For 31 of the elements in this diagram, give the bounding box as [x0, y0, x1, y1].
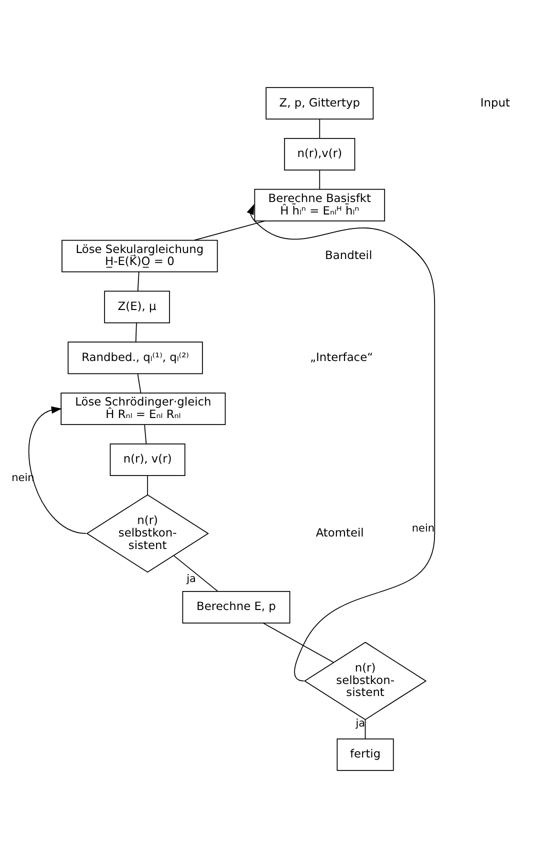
node-box: Löse Schrödinger·gleich Ĥ Rₙₗ = Eₙₗ Rₙₗ [60, 392, 226, 425]
node-box: Z, p, Gittertyp [266, 86, 374, 120]
connector [173, 554, 218, 592]
label: Bandteil [325, 248, 372, 262]
connector [135, 322, 137, 342]
connector [144, 424, 147, 444]
node-box: Berechne E, p [182, 590, 290, 623]
node-diamond: n(r) selbstkon- sistent [86, 494, 209, 572]
connector [194, 220, 266, 240]
label: Input [480, 94, 510, 109]
edge-label: nein [412, 522, 435, 534]
label: „Interface“ [310, 349, 374, 364]
edge-label: ja [356, 717, 366, 730]
node-box: Berechne Basisfkt Ĥ h̄ₗⁿ = Eₙₗᴴ h̄ₗⁿ [254, 188, 386, 221]
node-diamond: n(r) selbstkon- sistent [304, 641, 427, 720]
connector [319, 169, 320, 190]
arrow [28, 406, 87, 534]
node-box: n(r), v(r) [110, 442, 186, 476]
node-box: Randbed., qₗ⁽¹⁾, qₗ⁽²⁾ [68, 341, 203, 374]
node-box: fertig [336, 738, 394, 770]
node-box: Löse Sekulargleichung H̲-E(K⃗)O̲ = 0 [62, 239, 218, 272]
connector [147, 474, 148, 495]
connector [137, 372, 142, 393]
edge-label: ja [186, 572, 196, 585]
node-box: n(r),v(r) [284, 137, 356, 170]
node-box: Z(E), μ [104, 290, 170, 323]
label: Atomteil [316, 524, 364, 539]
connector [364, 718, 366, 739]
connector [262, 622, 334, 662]
connector [137, 271, 140, 292]
connector [319, 118, 320, 138]
